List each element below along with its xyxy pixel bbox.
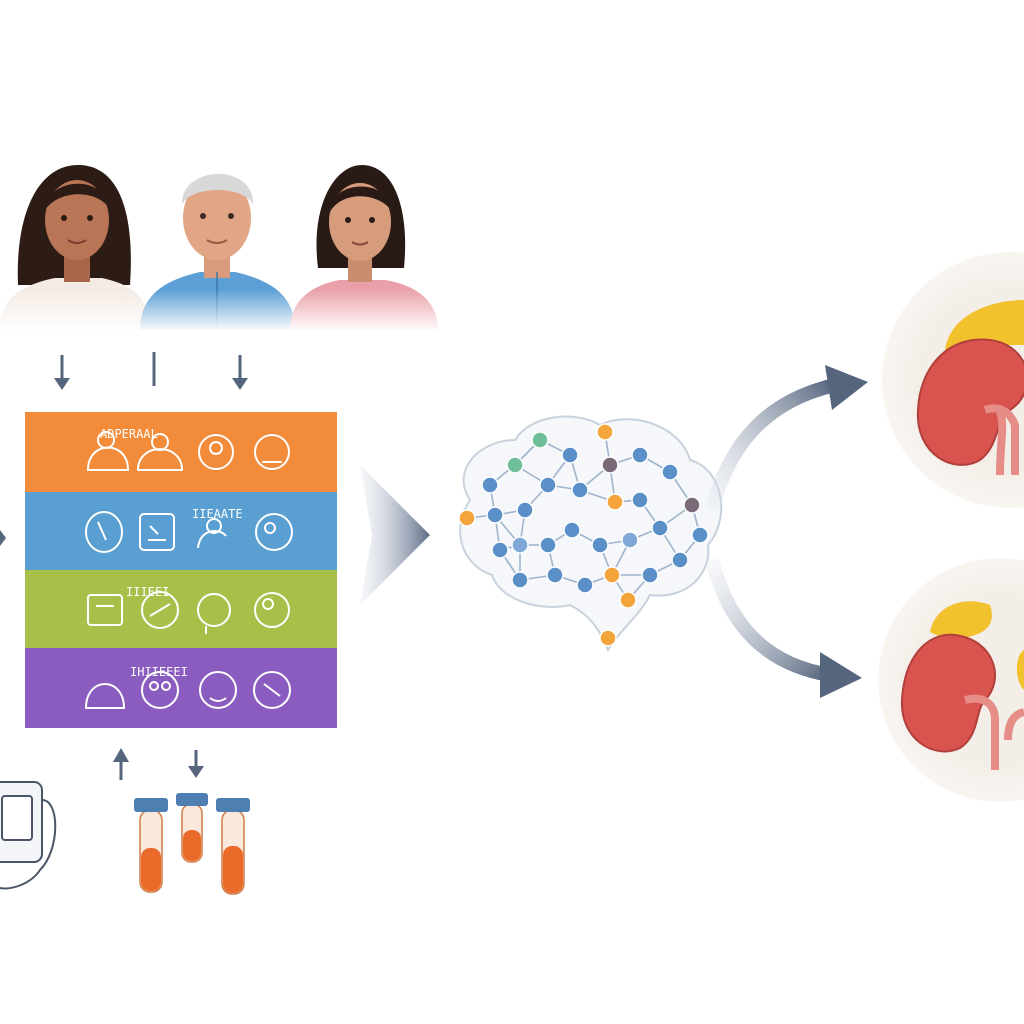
network-node	[516, 501, 534, 519]
network-node	[619, 591, 637, 609]
network-node	[563, 521, 581, 539]
organ-icon	[141, 591, 179, 629]
organ-icon	[141, 671, 179, 709]
network-node	[576, 576, 594, 594]
network-node	[599, 629, 617, 647]
band-label: IHIIEEEI	[130, 665, 188, 679]
outcome-kidney-top	[882, 252, 1024, 508]
figure-icon	[86, 431, 130, 471]
network-node	[683, 496, 701, 514]
network-node	[621, 531, 639, 549]
network-node	[561, 446, 579, 464]
organ-icon	[254, 592, 290, 628]
network-node	[486, 506, 504, 524]
outcome-arrow-up	[705, 365, 868, 512]
edge-arrow-fragment	[0, 530, 6, 546]
kidney-icon	[900, 633, 996, 753]
band-label: IIIEEI	[126, 585, 169, 599]
figure-icon	[197, 518, 227, 549]
figure-icon	[197, 593, 231, 634]
network-node	[631, 491, 649, 509]
band-label: ADPERAAL	[100, 427, 158, 441]
network-node	[539, 476, 557, 494]
network-node	[661, 463, 679, 481]
input-arrows	[54, 352, 248, 390]
outcome-kidney-bottom	[878, 558, 1024, 802]
band-label: IIEAATE	[192, 507, 243, 521]
figure-icon	[198, 434, 234, 470]
organ-icon	[253, 671, 291, 709]
organ-icon	[85, 511, 123, 553]
figure-icon	[136, 433, 184, 471]
network-node	[511, 571, 529, 589]
band-clinical	[25, 492, 337, 570]
feature-panel	[25, 412, 337, 728]
monitor-icon	[139, 513, 175, 551]
kidney-icon	[916, 338, 1024, 466]
io-arrows	[113, 748, 204, 780]
network-node	[591, 536, 609, 554]
network-node	[458, 509, 476, 527]
infusion-pump-icon	[0, 781, 57, 890]
network-node	[671, 551, 689, 569]
network-node	[511, 536, 529, 554]
band-labs	[25, 570, 337, 648]
network-node	[631, 446, 649, 464]
network-node	[571, 481, 589, 499]
adrenal-gland	[930, 601, 992, 639]
network-node	[531, 431, 549, 449]
network-node	[601, 456, 619, 474]
network-node	[603, 566, 621, 584]
band-icons	[84, 431, 293, 709]
band-demographics	[25, 412, 337, 492]
adrenal-gland	[1016, 650, 1024, 690]
process-chevron	[360, 465, 430, 605]
network-node	[506, 456, 524, 474]
adrenal-gland	[945, 300, 1024, 350]
test-tubes-icon	[134, 793, 250, 895]
figure-icon	[87, 594, 123, 626]
figure-icon	[84, 683, 126, 709]
band-history	[25, 648, 337, 728]
network-node	[651, 519, 669, 537]
network-node	[641, 566, 659, 584]
network-node	[691, 526, 709, 544]
figure-icon	[254, 434, 290, 470]
network-node	[596, 423, 614, 441]
network-node	[481, 476, 499, 494]
organ-icon	[199, 671, 237, 709]
network-node	[491, 541, 509, 559]
organ-icon	[255, 513, 293, 551]
network-node	[606, 493, 624, 511]
network-node	[539, 536, 557, 554]
band-labels: ADPERAAL IIEAATE IIIEEI IHIIEEEI	[100, 427, 243, 679]
outcome-arrow-down	[705, 558, 862, 698]
network-node	[546, 566, 564, 584]
neural-network-brain-icon	[458, 415, 723, 653]
